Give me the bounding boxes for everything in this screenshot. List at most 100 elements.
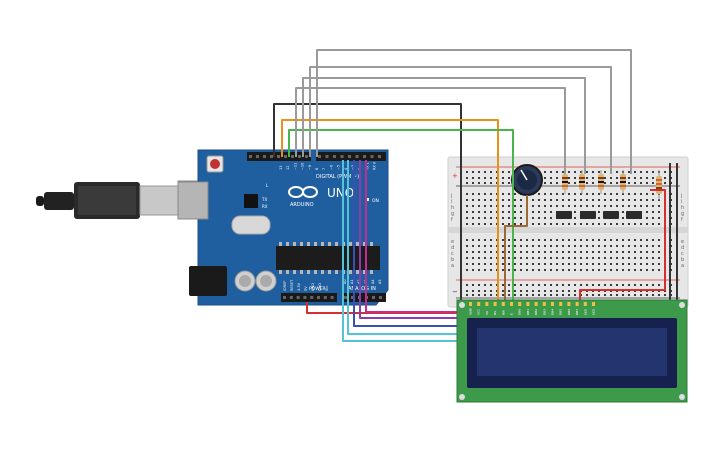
bb-hole xyxy=(484,193,486,195)
bb-row-letter: i xyxy=(681,199,682,205)
bb-hole xyxy=(616,245,618,247)
lcd-pin xyxy=(583,302,587,306)
bb-hole xyxy=(502,239,504,241)
bb-hole xyxy=(628,223,630,225)
bb-hole xyxy=(634,245,636,247)
bb-hole xyxy=(568,182,570,184)
bb-hole xyxy=(550,269,552,271)
atmega-chip xyxy=(276,246,380,270)
bb-hole xyxy=(568,284,570,286)
header-hole xyxy=(370,155,374,158)
bb-hole xyxy=(520,290,522,292)
header-hole xyxy=(296,296,300,299)
header-hole xyxy=(317,296,320,299)
bb-hole xyxy=(484,245,486,247)
bb-hole xyxy=(634,269,636,271)
lcd-pin xyxy=(575,302,579,306)
bb-hole xyxy=(532,290,534,292)
bb-hole xyxy=(490,245,492,247)
bb-hole xyxy=(502,223,504,225)
bb-hole xyxy=(520,211,522,213)
header-hole xyxy=(325,155,329,158)
bb-hole xyxy=(514,294,516,296)
bb-hole xyxy=(472,199,474,201)
bb-hole xyxy=(502,199,504,201)
bb-hole xyxy=(598,199,600,201)
bb-hole xyxy=(610,251,612,253)
bb-hole xyxy=(616,171,618,173)
bb-hole xyxy=(586,257,588,259)
bb-hole xyxy=(484,205,486,207)
bb-hole xyxy=(592,223,594,225)
bb-hole xyxy=(658,211,660,213)
bb-hole xyxy=(502,284,504,286)
bb-hole xyxy=(574,211,576,213)
bb-hole xyxy=(526,251,528,253)
header-hole xyxy=(318,155,321,158)
bb-hole xyxy=(622,217,624,219)
bb-hole xyxy=(574,205,576,207)
pin-label-digital: ~10 xyxy=(301,163,305,170)
bb-hole xyxy=(466,245,468,247)
bb-hole xyxy=(592,171,594,173)
bb-hole xyxy=(646,269,648,271)
bb-hole xyxy=(598,245,600,247)
bb-hole xyxy=(538,257,540,259)
bb-hole xyxy=(628,205,630,207)
bb-hole xyxy=(586,193,588,195)
lcd-pin xyxy=(469,302,472,306)
bb-hole xyxy=(490,223,492,225)
bb-hole xyxy=(604,199,606,201)
bb-hole xyxy=(556,257,558,259)
bb-hole xyxy=(520,269,522,271)
bb-hole xyxy=(610,245,612,247)
bb-hole xyxy=(538,217,540,219)
bb-hole xyxy=(472,263,474,265)
bb-hole xyxy=(634,177,636,179)
bb-hole xyxy=(502,211,504,213)
bb-hole xyxy=(628,239,630,241)
bb-hole xyxy=(532,269,534,271)
bb-hole xyxy=(616,182,618,184)
bb-hole xyxy=(484,182,486,184)
bb-hole xyxy=(508,171,510,173)
bb-hole xyxy=(478,193,480,195)
header-hole xyxy=(305,155,308,158)
bb-hole xyxy=(508,257,510,259)
bb-hole xyxy=(478,223,480,225)
bb-hole xyxy=(616,205,618,207)
bb-hole xyxy=(574,177,576,179)
bb-hole xyxy=(598,294,600,296)
bb-hole xyxy=(544,245,546,247)
bb-hole xyxy=(544,171,546,173)
bb-hole xyxy=(466,284,468,286)
bb-hole xyxy=(652,284,654,286)
lcd-pin-label: DB1 xyxy=(526,309,530,315)
lcd-pin-label: V0 xyxy=(485,311,489,315)
bb-hole xyxy=(568,171,570,173)
bb-hole xyxy=(472,171,474,173)
bb-hole xyxy=(622,263,624,265)
bb-hole xyxy=(652,245,654,247)
bb-hole xyxy=(658,284,660,286)
bb-hole xyxy=(556,199,558,201)
pin-label-power: Vin xyxy=(325,285,329,291)
bb-hole xyxy=(508,199,510,201)
bb-hole xyxy=(604,171,606,173)
lcd-pin xyxy=(493,302,497,306)
bb-hole xyxy=(574,217,576,219)
bb-hole xyxy=(664,171,666,173)
bb-hole xyxy=(646,263,648,265)
header-hole xyxy=(351,296,354,299)
bb-hole xyxy=(550,294,552,296)
bb-hole xyxy=(610,284,612,286)
bb-hole xyxy=(586,171,588,173)
bb-hole xyxy=(610,269,612,271)
bb-hole xyxy=(646,193,648,195)
bb-hole xyxy=(508,211,510,213)
bb-hole xyxy=(568,257,570,259)
bb-hole xyxy=(634,193,636,195)
pin-label-analog: A5 xyxy=(378,279,382,284)
bb-hole xyxy=(532,199,534,201)
